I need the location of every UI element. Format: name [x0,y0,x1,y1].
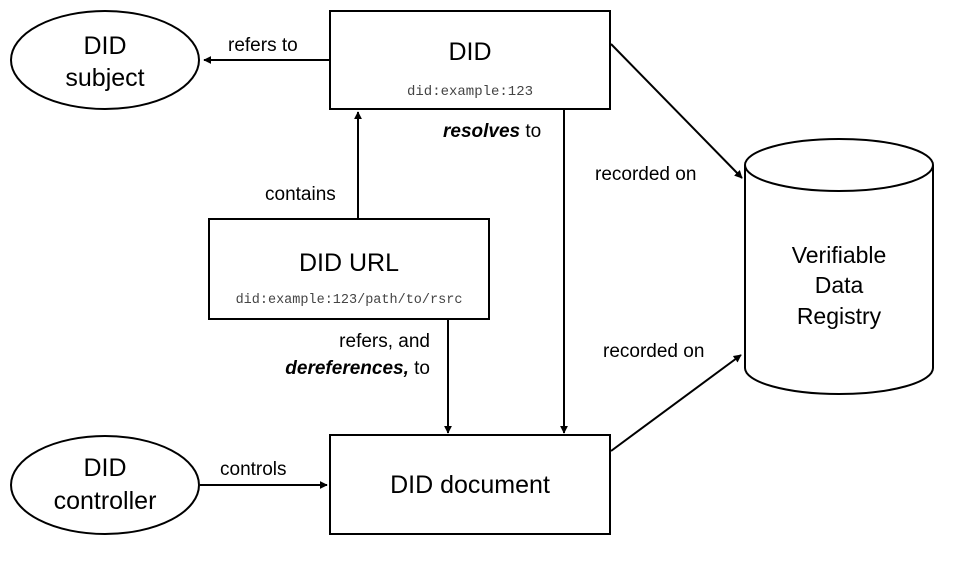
did-subject-label-line2: subject [65,64,144,92]
registry-label-line3: Registry [797,303,882,329]
did-controller-label-line1: DID [83,454,126,482]
edge-label-resolves-to: resolves to [443,121,541,142]
edge-document-recorded-on-registry [610,354,742,452]
edge-label-recorded-on-top: recorded on [595,164,696,185]
did-node-example: did:example:123 [407,84,533,100]
edge-label-controls: controls [220,459,287,480]
edge-did-recorded-on-registry [610,43,743,179]
did-url-node-example: did:example:123/path/to/rsrc [236,293,463,308]
did-document-node [329,434,611,535]
did-document-node-title: DID document [390,471,550,499]
edge-label-dereferences-to: dereferences, to [285,358,430,379]
did-subject-label-line1: DID [83,32,126,60]
edge-label-resolves-rest: to [520,121,541,142]
registry-label-line2: Data [815,272,864,298]
registry-label-line1: Verifiable [792,242,887,268]
did-controller-label-line2: controller [54,487,157,515]
edge-label-refers-to: refers to [228,35,298,56]
edge-label-contains: contains [265,184,336,205]
edge-label-refers-and: refers, and [339,331,430,352]
edge-label-dereferences-bold: dereferences, [285,358,409,379]
edge-label-resolves-bold: resolves [443,121,520,142]
did-node [329,10,611,110]
edge-label-dereferences-rest: to [409,358,430,379]
did-node-title: DID [448,38,491,66]
did-controller-node [10,435,200,535]
did-url-node-title: DID URL [299,249,399,277]
edge-label-recorded-on-bottom: recorded on [603,341,704,362]
did-url-node [208,218,490,320]
verifiable-data-registry-node [744,138,934,395]
did-subject-node [10,10,200,110]
